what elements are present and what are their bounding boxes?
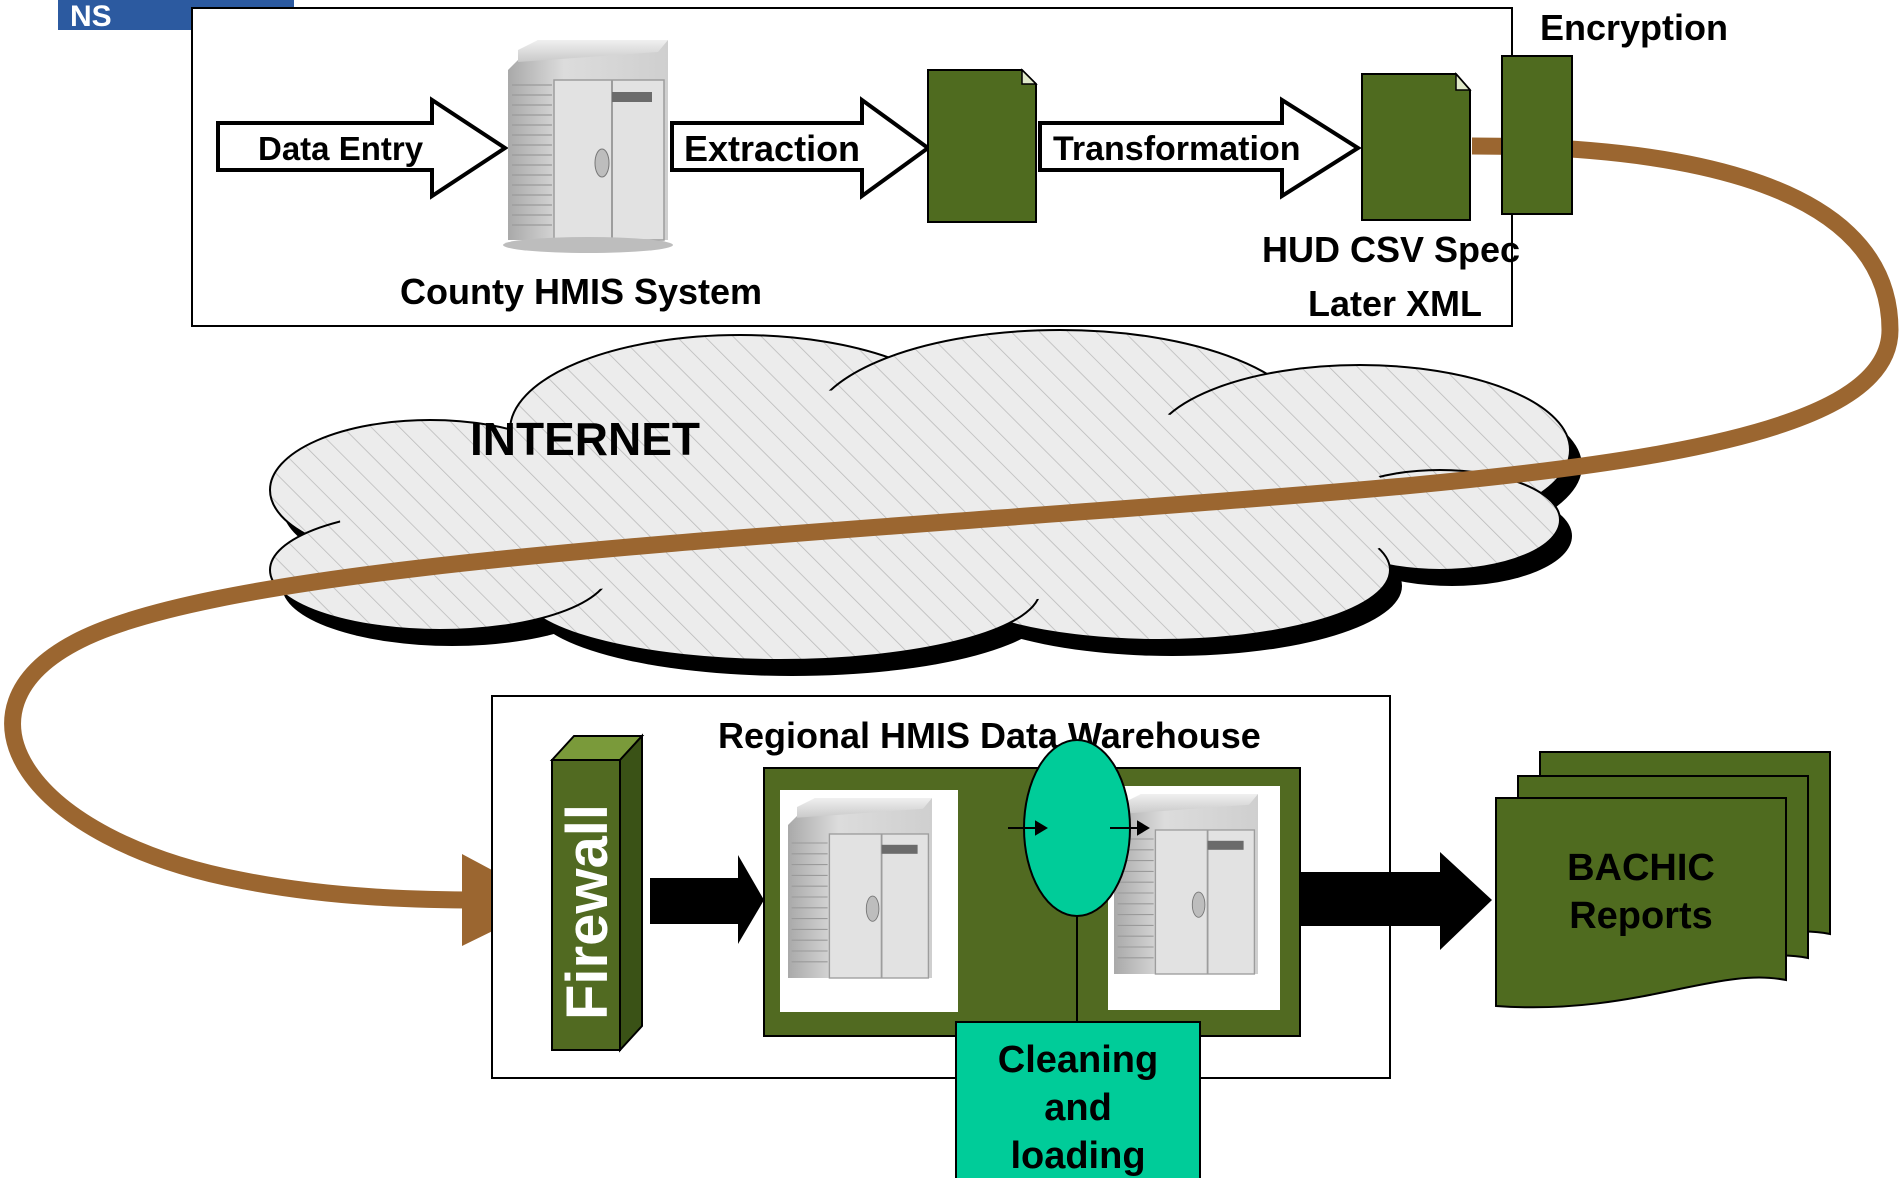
hud-csv-document-icon — [1361, 72, 1472, 221]
process-flow-arrows — [1008, 820, 1150, 836]
extraction-label: Extraction — [684, 128, 860, 169]
cleaning-label-line1: Cleaning — [998, 1039, 1158, 1081]
cleaning-label-line2: and — [1044, 1087, 1112, 1129]
reports-label-line1: BACHIC — [1567, 847, 1715, 889]
logo-text: NS — [70, 0, 112, 33]
data-entry-arrow: Data Entry — [216, 96, 509, 200]
internet-label: INTERNET — [470, 413, 700, 465]
encryption-label: Encryption — [1540, 7, 1728, 48]
internet-cloud — [269, 329, 1582, 676]
encrypted-tunnel — [4, 137, 1899, 909]
warehouse-to-reports-arrow — [1300, 852, 1492, 950]
county-hmis-system-label: County HMIS System — [400, 271, 762, 312]
extracted-document-icon — [927, 68, 1038, 223]
staging-server-icon — [780, 790, 958, 1012]
transformation-arrow: Transformation — [1038, 96, 1362, 200]
county-server-icon — [503, 40, 673, 253]
data-entry-label: Data Entry — [258, 130, 424, 167]
encryption-block — [1501, 55, 1573, 215]
cleaning-label-line3: loading — [1010, 1135, 1145, 1177]
extraction-arrow: Extraction — [670, 96, 932, 200]
firewall-block: Firewall — [549, 733, 645, 1053]
hud-csv-spec-label: HUD CSV Spec — [1262, 229, 1520, 270]
warehouse-server-icon — [1108, 786, 1280, 1010]
reports-label-line2: Reports — [1569, 895, 1713, 937]
cleaning-loading-box: Cleaning and loading — [955, 1021, 1201, 1178]
firewall-label: Firewall — [555, 804, 620, 1020]
firewall-to-warehouse-arrow — [650, 855, 764, 944]
bachic-reports-stack: BACHIC Reports — [1495, 751, 1831, 1009]
transformation-label: Transformation — [1053, 130, 1300, 168]
warehouse-title: Regional HMIS Data Warehouse — [718, 715, 1261, 756]
later-xml-label: Later XML — [1308, 283, 1482, 324]
